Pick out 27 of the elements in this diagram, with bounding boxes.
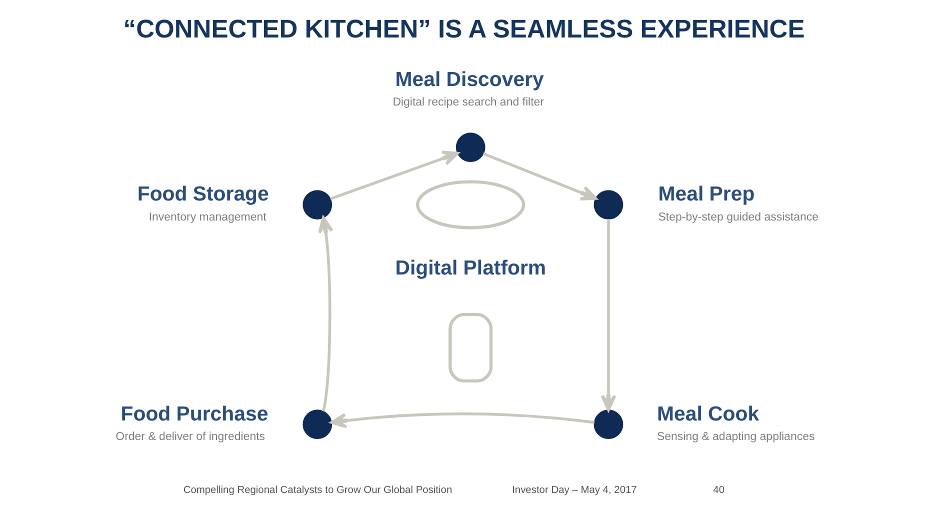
arrow xyxy=(330,150,459,200)
node-cloud xyxy=(416,180,526,230)
node-circle xyxy=(302,190,332,220)
node-label: Digital recipe search and filter xyxy=(392,96,544,108)
node-label: Food Purchase xyxy=(120,403,268,426)
label: Digital Platform xyxy=(395,258,546,280)
node-label: Food Storage xyxy=(137,184,269,206)
arrow xyxy=(482,152,598,201)
arrow xyxy=(318,216,334,412)
node-label: Inventory management xyxy=(148,211,266,224)
node-circle xyxy=(594,410,624,440)
node-label: Order & deliver of ingredients xyxy=(116,430,266,443)
label: 40 xyxy=(713,485,725,496)
node-label: Meal Cook xyxy=(657,403,760,426)
node-circle xyxy=(302,410,332,440)
node-circle xyxy=(594,190,624,220)
node-tablet xyxy=(448,312,493,383)
node-label: Step-by-step guided assistance xyxy=(658,211,819,224)
label: Compelling Regional Catalysts to Grow Our Global Position xyxy=(183,485,452,496)
node-label: Meal Prep xyxy=(658,184,755,206)
node-circle xyxy=(456,132,486,162)
node-label: Meal Discovery xyxy=(395,68,544,91)
label: Investor Day – May 4, 2017 xyxy=(512,485,637,496)
arrow xyxy=(600,218,616,412)
diagram-title: “CONNECTED KITCHEN” IS A SEAMLESS EXPERIENCE xyxy=(123,16,805,44)
arrow xyxy=(330,412,595,428)
node-label: Sensing & adapting appliances xyxy=(657,430,815,443)
